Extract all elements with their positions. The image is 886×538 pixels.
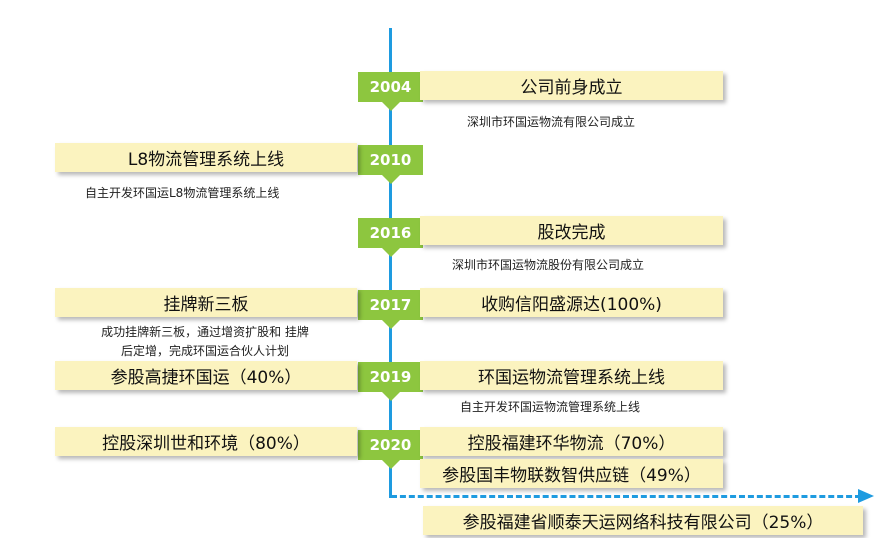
event-l8-system-launch: L8物流管理系统上线 (55, 143, 357, 172)
event-control-huanhua: 控股福建环华物流（70%） (420, 427, 723, 456)
year-badge-2017: 2017 (358, 290, 423, 329)
year-badge-2019: 2019 (358, 362, 423, 401)
desc-neeq-listing: 成功挂牌新三板，通过增资扩股和 挂牌 后定增，完成环国运合伙人计划 (60, 323, 350, 361)
year-badge-2016: 2016 (358, 218, 423, 257)
timeline-axis (389, 28, 392, 498)
future-dashed-line (391, 495, 861, 498)
desc-l8-system-launch: 自主开发环国运L8物流管理系统上线 (85, 186, 280, 200)
event-company-founded: 公司前身成立 (420, 71, 723, 100)
event-shareholding-reform: 股改完成 (420, 216, 723, 245)
year-badge-2010: 2010 (358, 145, 423, 184)
year-badge-2004: 2004 (358, 72, 423, 111)
desc-neeq-listing-line1: 成功挂牌新三板，通过增资扩股和 挂牌 (101, 325, 309, 339)
desc-logistics-system-launch: 自主开发环国运物流管理系统上线 (460, 400, 641, 414)
event-logistics-system-launch: 环国运物流管理系统上线 (420, 361, 723, 390)
year-badge-2020: 2020 (358, 430, 423, 469)
event-acquire-xinyang: 收购信阳盛源达(100%) (420, 288, 723, 317)
event-stake-shuntai: 参股福建省顺泰天运网络科技有限公司（25%） (423, 506, 863, 535)
desc-neeq-listing-line2: 后定增，完成环国运合伙人计划 (120, 344, 289, 358)
event-control-shihe: 控股深圳世和环境（80%） (55, 427, 357, 456)
event-stake-gaojie: 参股高捷环国运（40%） (55, 361, 357, 390)
event-neeq-listing: 挂牌新三板 (55, 288, 357, 317)
desc-shareholding-reform: 深圳市环国运物流股份有限公司成立 (452, 258, 645, 272)
event-stake-guofeng: 参股国丰物联数智供应链（49%） (420, 459, 723, 488)
desc-company-founded: 深圳市环国运物流有限公司成立 (467, 115, 636, 129)
future-arrow-icon (858, 489, 874, 503)
